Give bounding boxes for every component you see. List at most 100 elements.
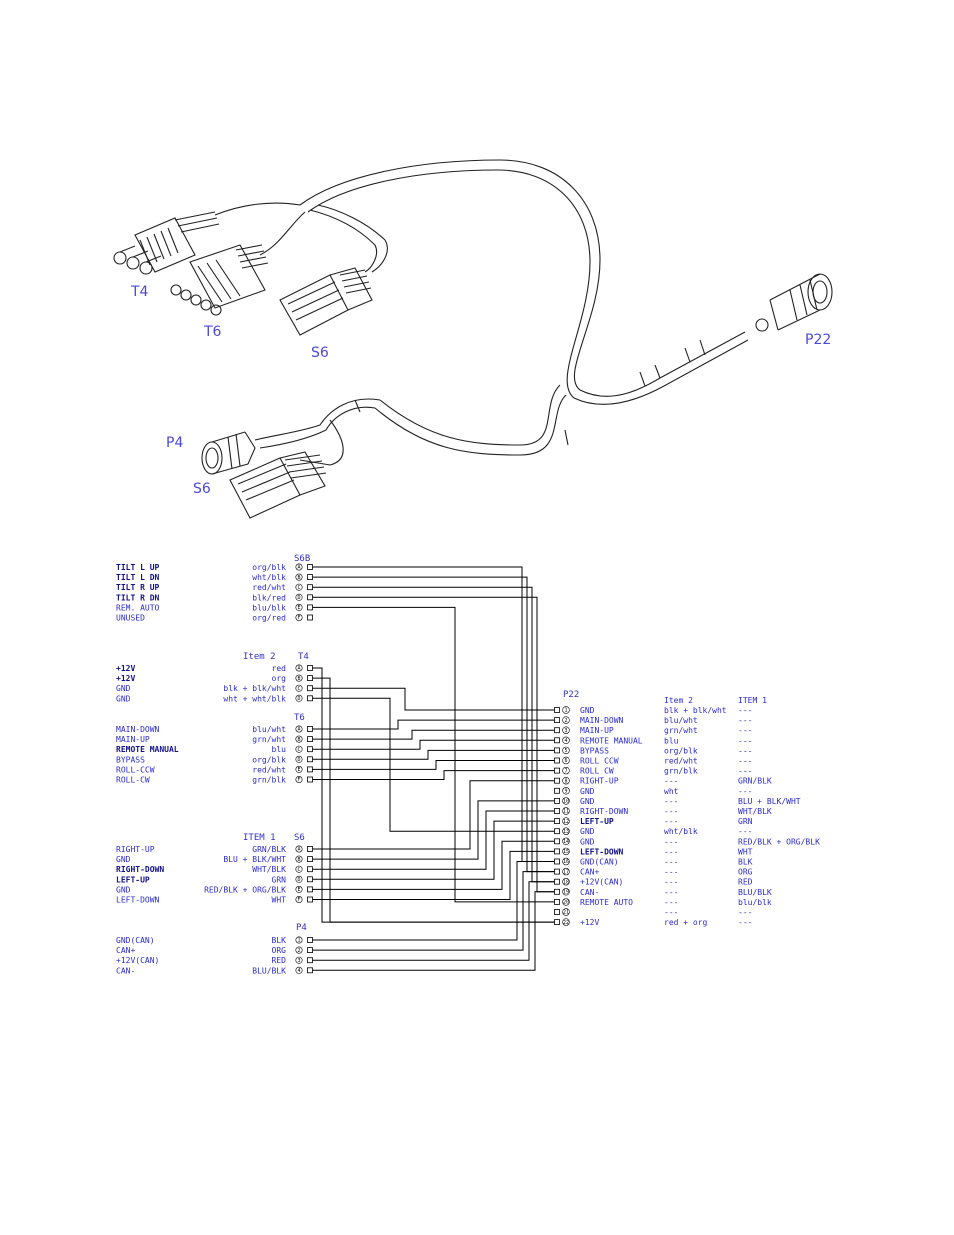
p22-item2-color: red + org	[664, 918, 708, 927]
p22-pin-circle	[562, 766, 570, 775]
s6b-pin-circle	[295, 563, 303, 571]
t6-connector-drawing	[170, 244, 266, 316]
t6-pin-circle	[295, 755, 303, 763]
p22-item1-color: ---	[738, 918, 752, 927]
t6-wire-color: org/blk	[252, 755, 286, 764]
p22-pin-terminal	[554, 909, 560, 915]
wire-t4-D-to-p22-13	[312, 697, 555, 832]
p22-pin-terminal	[554, 888, 560, 895]
wire-t6-F-to-p22-7	[312, 770, 555, 780]
s6-top-label: S6	[311, 345, 329, 361]
s6b-signal-name: TILT L UP	[116, 563, 160, 572]
s6b-pin-terminal	[307, 584, 313, 591]
p22-pin-terminal	[554, 818, 560, 824]
p22-pin-number: 1	[564, 708, 567, 714]
s6-pin-circle	[295, 875, 303, 883]
t6-pin-circle	[295, 745, 303, 753]
p4-signal-name: CAN-	[116, 966, 135, 975]
p22-signal-name: GND(CAN)	[580, 858, 619, 867]
p4-signal-name: GND(CAN)	[116, 936, 155, 945]
p22-item2-color: ---	[664, 807, 678, 816]
wire-s6b-A-to-p22-16	[312, 566, 555, 862]
p22-signal-name: GND	[580, 837, 595, 846]
s6b-pin-circle	[295, 603, 303, 611]
t4-label: T4	[130, 284, 149, 300]
p4-signal-name: CAN+	[116, 946, 135, 955]
p22-signal-name: REMOTE MANUAL	[580, 736, 643, 745]
s6-item-header: ITEM 1	[243, 833, 276, 843]
p22-item2-color: wht	[664, 787, 679, 796]
s6b-signal-name: TILT L DN	[116, 573, 160, 582]
t4-pin-terminal	[307, 685, 313, 692]
p22-item1-color: ---	[738, 746, 752, 755]
s6-pin-terminal	[307, 886, 313, 893]
t6-pin-letter: E	[297, 767, 300, 773]
s6-pin-letter: D	[297, 877, 300, 883]
p4-wire-color: BLU/BLK	[252, 966, 286, 975]
p22-item2-color: ---	[664, 837, 678, 846]
s6-pin-letter: A	[297, 847, 300, 853]
p22-pin-number: 7	[564, 768, 567, 774]
p22-item2-color: grn/wht	[664, 726, 698, 735]
p22-pin-terminal	[554, 858, 560, 865]
p22-signal-name: GND	[580, 787, 595, 796]
s6-header: S6	[294, 833, 305, 843]
p22-header: P22	[563, 690, 579, 700]
wire-s6-B-to-p22-10	[312, 800, 555, 860]
t4-pin-circle	[295, 664, 303, 672]
p22-pin-circle	[562, 797, 570, 805]
t6-pin-letter: B	[297, 737, 300, 743]
s6b-wire-color: org/red	[252, 614, 286, 623]
p22-item1-color: WHT	[738, 847, 753, 856]
t6-wire-color: red/wht	[252, 765, 286, 774]
wiring-schematic: S6B Item 2 T4 T6 ITEM 1 S6 P4 P22 Item 2…	[116, 554, 820, 975]
t6-signal-name: REMOTE MANUAL	[116, 745, 179, 754]
p4-pin-circle	[295, 966, 303, 974]
p22-pin-number: 22	[563, 920, 569, 926]
p22-pin-terminal	[554, 727, 560, 734]
p22-item1-color: ---	[738, 757, 752, 766]
s6-signal-name: RIGHT-DOWN	[116, 865, 164, 874]
p22-pin-number: 5	[564, 748, 567, 754]
s6b-signal-name: TILT R DN	[116, 593, 160, 602]
p22-pin-circle	[562, 827, 570, 835]
wire-p4-1-to-p22-16	[312, 861, 555, 941]
p22-item1-color: ---	[738, 827, 752, 836]
p22-item2-color: ---	[664, 777, 678, 786]
p22-item2-color: ---	[664, 908, 678, 917]
p22-item2-color: blu	[664, 736, 679, 745]
wire-s6b-B-to-p22-17	[312, 576, 555, 873]
s6-pin-terminal	[307, 896, 313, 903]
p22-item2-color: ---	[664, 868, 678, 877]
p22-signal-name: BYPASS	[580, 746, 609, 755]
p22-pin-circle	[562, 706, 570, 714]
p22-pin-terminal	[554, 737, 560, 744]
wire-s6b-C-to-p22-18	[312, 586, 555, 883]
s6b-pin-terminal	[307, 594, 313, 601]
t6-pin-terminal	[307, 726, 313, 732]
p22-pin-number: 2	[564, 718, 567, 724]
t6-pin-letter: F	[297, 777, 300, 783]
p22-item1-header: ITEM 1	[738, 696, 767, 705]
s6-wire-color: BLU + BLK/WHT	[223, 855, 286, 864]
s6b-pin-terminal	[307, 614, 313, 621]
s6b-pin-letter: A	[297, 565, 300, 571]
p22-item2-color: blu/wht	[664, 716, 698, 725]
p4-pin-circle	[295, 936, 303, 944]
t4-wire-color: org	[272, 674, 287, 683]
wire-t4-B-to-p22-22	[312, 677, 555, 923]
p22-signal-name: +12V	[580, 918, 599, 927]
